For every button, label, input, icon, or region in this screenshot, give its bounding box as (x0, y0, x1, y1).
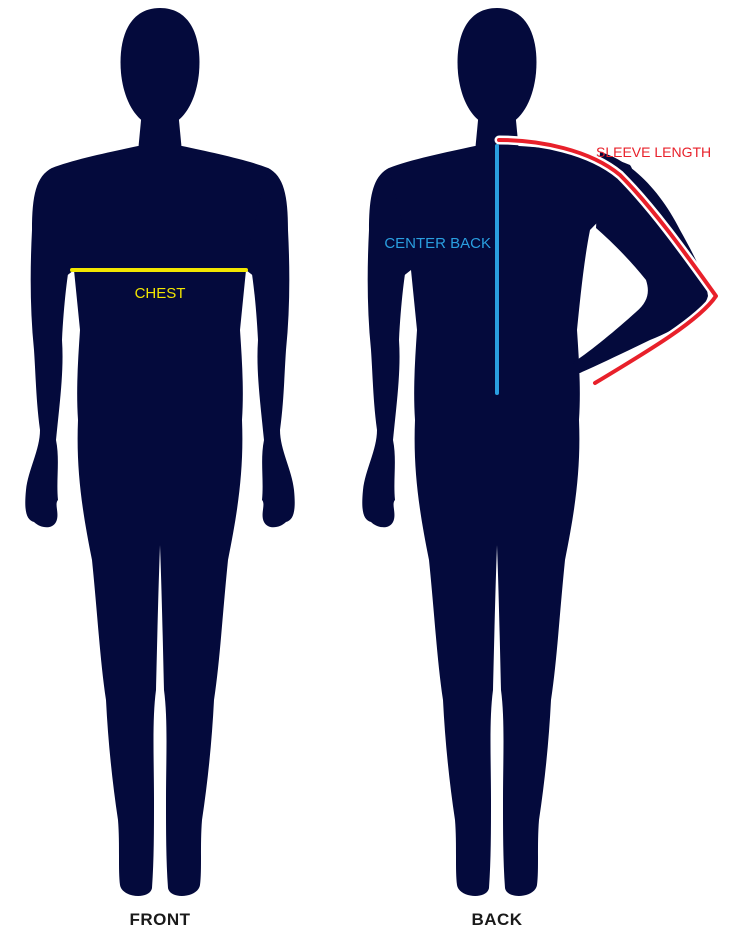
front-silhouette (25, 8, 294, 896)
back-caption: BACK (417, 910, 577, 930)
sleeve-length-label: SLEEVE LENGTH (596, 144, 711, 160)
center-back-label: CENTER BACK (384, 235, 491, 252)
front-caption: FRONT (80, 910, 240, 930)
chest-label: CHEST (135, 285, 186, 302)
